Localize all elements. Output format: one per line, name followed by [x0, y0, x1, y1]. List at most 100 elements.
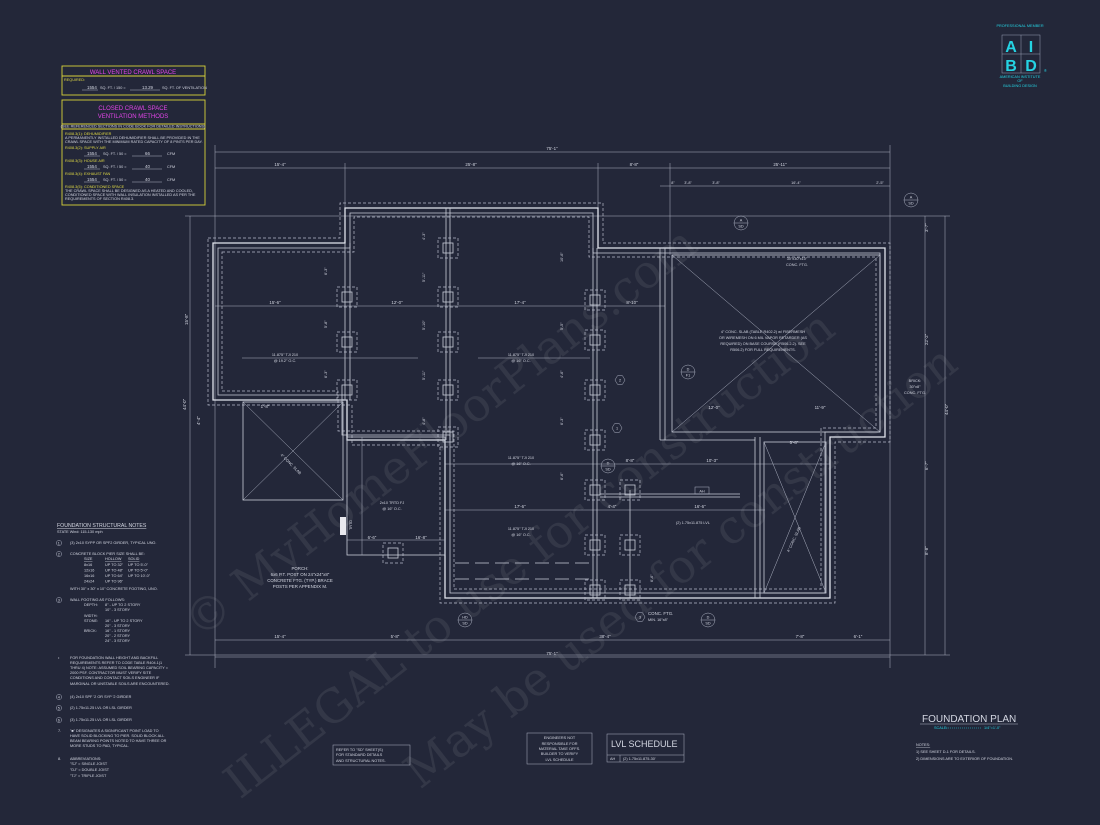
method-text: A PERMANENTLY INSTALLED DEHUMIDIFIER SHA…: [65, 136, 200, 140]
notes-title: FOUNDATION STRUCTURAL NOTES: [57, 523, 147, 529]
slab-note: 4" CONC. SLAB (TABLE R402.2) w/ FIBERMES…: [721, 330, 805, 334]
scale-value: 1/4"=1'-0": [984, 726, 1001, 730]
divider-text: SQ. FT. / 50 =: [103, 178, 127, 182]
logo-letter: D: [1025, 58, 1037, 75]
dim-label: 15'-6": [269, 300, 281, 305]
dim-label: 5'-10": [422, 320, 426, 330]
note-item: (4) 2x10 SPF '2 OR SYP '2 GIRDER: [70, 695, 132, 699]
plan-dimensions: 75'-1" 15'-4" 25'-8" 8'-8" 25'-11" 8" 3'…: [182, 146, 949, 656]
note-item: DEPTH:: [84, 603, 98, 607]
pier: [437, 286, 459, 308]
note-item: WALL FOOTING AS FOLLOWS:: [70, 598, 125, 602]
dim-label: 3'-8": [712, 181, 720, 185]
note-item: (3) 1.75x11.25 LVL OR LSL GIRDER: [70, 718, 132, 722]
pier: [619, 579, 641, 601]
joist-note: 11.875" TJI 210: [508, 353, 534, 357]
result-value: 66: [145, 151, 150, 156]
dim-label: 3'-8": [684, 181, 692, 185]
note-item: MARGINAL OR UNSTABLE SOILS ARE ENCOUNTER…: [70, 682, 170, 686]
joist-note: @ 19.2" O.C.: [274, 359, 297, 363]
dim-label: 8'-8": [626, 458, 635, 463]
dim-label: 25'-11": [773, 162, 787, 167]
note-item: 8" - UP TO 2 STORY: [105, 603, 141, 607]
note-item: (2) 1.75x11.25 LVL OR LSL GIRDER: [70, 706, 132, 710]
unit-text: CFM: [167, 178, 175, 182]
required-label: REQUIRED:: [64, 78, 85, 82]
scale-label: SCALE:: [934, 726, 948, 730]
refer-text: AND STRUCTURAL NOTES.: [336, 759, 386, 763]
dim-label: 2'-5": [876, 181, 884, 185]
note-item: 2000 PSF. CONTRACTOR MUST VERIFY SITE: [70, 671, 152, 675]
svg-text:4: 4: [58, 696, 60, 700]
porch-note: PORCH:: [291, 566, 308, 571]
closed-crawl-table: CLOSED CRAWL SPACE VENTILATION METHODS (…: [61, 99, 206, 206]
deck-joist-note: 2x10 TRTD FJ: [380, 501, 405, 505]
dim-label: 5'-11": [422, 272, 426, 282]
section-tag: DSD: [600, 458, 616, 474]
note-item: BEAM BEARING POINTS NOTED TO HAVE THREE …: [70, 739, 167, 743]
svg-text:1: 1: [58, 542, 60, 546]
plan-title: FOUNDATION PLAN: [922, 714, 1016, 725]
pier: [336, 379, 358, 401]
pier-table-cell: 8x16: [84, 563, 92, 567]
pier-table-cell: UP TO 5'-0": [128, 569, 149, 573]
note-item: STONE:: [84, 619, 98, 623]
dim-label: 4'-8": [422, 417, 426, 425]
pier: [336, 286, 358, 308]
unit-text: SQ. FT. OF VENTILATION: [162, 86, 207, 90]
disclaimer-text: MATERIAL TAKE OFFS.: [539, 747, 580, 751]
logo-top-text: PROFESSIONAL MEMBER: [996, 24, 1043, 28]
logo-registered: ®: [1044, 69, 1047, 73]
svg-text:2: 2: [58, 553, 60, 557]
dim-label: 5'-11": [422, 370, 426, 380]
pier-table-cell: 24x24: [84, 580, 94, 584]
logo-bottom-text: BUILDING DESIGN: [1003, 84, 1037, 88]
callout-number: 2: [619, 379, 621, 383]
area-value: 1554: [87, 85, 97, 90]
dim-label: 4'-4": [608, 504, 617, 509]
pier-table-cell: 12x16: [84, 569, 94, 573]
pier-table-cell: 16x16: [84, 574, 94, 578]
dim-label: 8'-8": [924, 546, 929, 555]
note-item: 20" - 3 STORY: [105, 624, 131, 628]
pier: [584, 429, 606, 451]
aibd-logo: PROFESSIONAL MEMBER A I B D ® AMERICAN I…: [996, 24, 1047, 88]
pier-table-cell: UP TO 48": [105, 569, 124, 573]
pier: [584, 379, 606, 401]
method-label: R408.3(4): EXHAUST FAN: [65, 172, 111, 176]
dim-label: 17'-6": [514, 504, 526, 509]
note-item: "TJ" = TRIPLE JOIST: [70, 774, 107, 778]
table-subtitle: (SEE REFERENCED SECTIONS IN CODE BOOK FO…: [61, 125, 206, 129]
dim-label: 16'-4": [791, 181, 801, 185]
lvl-schedule-title: LVL SCHEDULE: [611, 739, 678, 749]
section-tag-sheet: SD: [462, 622, 468, 626]
dim-label: 38'-4": [599, 634, 611, 639]
table-title: CLOSED CRAWL SPACE: [98, 106, 167, 112]
dim-label: 44'-0": [182, 398, 187, 410]
brick-note: 30"x8": [910, 385, 922, 389]
dim-label: 4'-4": [196, 416, 201, 425]
dim-label: 15'-8": [184, 313, 189, 325]
pier-table-header: HOLLOW: [105, 557, 122, 561]
section-tag-sheet: SD: [738, 225, 744, 229]
note-item: "■" DESIGNATES A SIGNIFICANT POINT LOAD …: [70, 729, 159, 733]
pier: [336, 331, 358, 353]
method-text: CRAWL SPACE WITH THE MINIMUM RATED CAPAC…: [65, 140, 203, 144]
note-item: BRICK:: [84, 629, 97, 633]
note-item: ABBREVIATIONS:: [70, 757, 101, 761]
dim-label: 6'-3": [560, 417, 564, 425]
dim-label: 8": [671, 181, 675, 185]
note-item: CONDITIONS AND CONTACT SOILS ENGINEER IF: [70, 676, 160, 680]
note-item: HAVE SOLID BLOCKING TO PIER. SOLID BLOCK…: [70, 734, 164, 738]
deck-joist-note: @ 16" O.C.: [382, 507, 401, 511]
note-item: 20" - 2 STORY: [105, 634, 131, 638]
dim-overall: 75'-1": [546, 651, 558, 656]
joist-note: @ 16" O.C.: [511, 533, 530, 537]
porch-note: POSTS PER APPENDIX M.: [273, 584, 327, 589]
notes-label: NOTES:: [916, 743, 930, 747]
dim-label: 25'-8": [465, 162, 477, 167]
method-text: CONDITIONED SPACE WITH WALL INSULATION I…: [65, 193, 196, 197]
table-title: VENTILATION METHODS: [98, 114, 169, 120]
lvl-value: (2) 1.75x11.875-30': [623, 757, 656, 761]
section-tag-id: HD: [462, 616, 468, 620]
